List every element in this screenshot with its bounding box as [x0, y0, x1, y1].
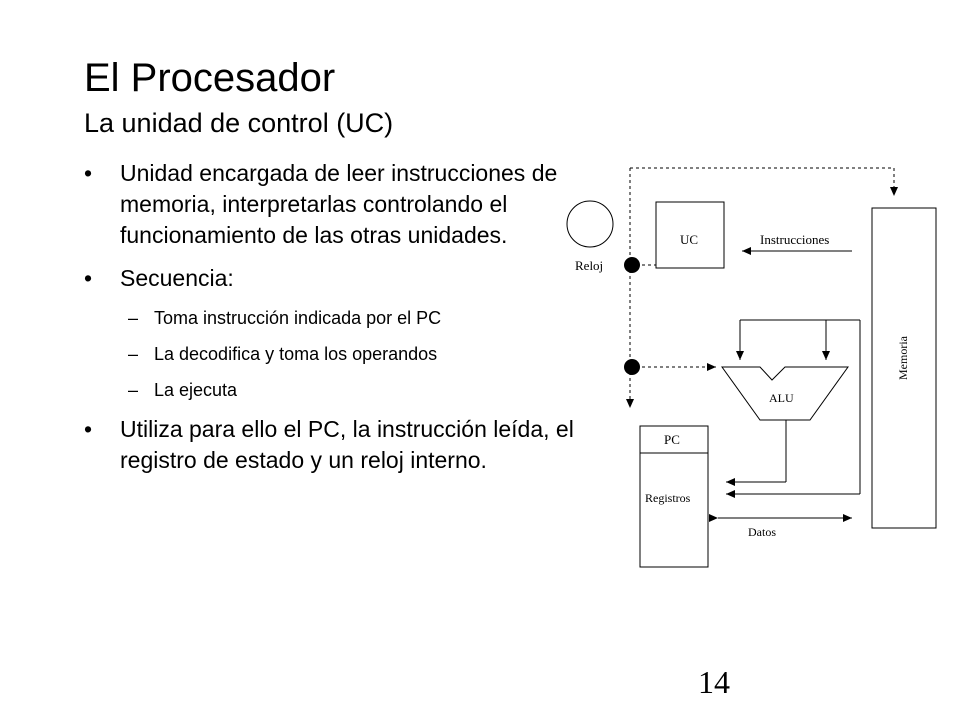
- sub-bullet-text: La decodifica y toma los operandos: [154, 344, 438, 364]
- alu-shape: [721, 366, 849, 421]
- bullet-item: Unidad encargada de leer instrucciones d…: [84, 158, 584, 251]
- memory-box: [871, 207, 937, 529]
- memory-label: Memoria: [896, 335, 910, 380]
- registers-box: [639, 452, 709, 568]
- registers-label: Registros: [645, 491, 691, 505]
- alu-input-lines: [726, 319, 861, 498]
- uc-label: UC: [680, 232, 698, 247]
- bullet-item: Secuencia:: [84, 263, 584, 294]
- sub-bullet-item: –Toma instrucción indicada por el PC: [84, 306, 584, 330]
- page-number: 14: [698, 664, 730, 700]
- clock-label: Reloj: [575, 258, 603, 273]
- junction-dot: [624, 359, 640, 375]
- control-lines: [626, 167, 898, 408]
- sub-bullet-text: La ejecuta: [154, 380, 238, 400]
- slide-title: El Procesador: [84, 56, 336, 100]
- instructions-label: Instrucciones: [760, 232, 829, 247]
- sub-bullet-item: –La decodifica y toma los operandos: [84, 342, 584, 366]
- bullet-list: Unidad encargada de leer instrucciones d…: [84, 158, 584, 488]
- junction-dot: [624, 257, 640, 273]
- sub-bullet-text: Toma instrucción indicada por el PC: [154, 308, 442, 328]
- dash-marker: –: [128, 344, 139, 364]
- alu-label: ALU: [769, 391, 794, 405]
- dash-marker: –: [128, 308, 139, 328]
- dash-marker: –: [128, 380, 139, 400]
- data-label: Datos: [748, 525, 776, 539]
- clock-circle: [566, 200, 614, 248]
- bullet-item: Utiliza para ello el PC, la instrucción …: [84, 414, 584, 476]
- sub-bullet-item: –La ejecuta: [84, 378, 584, 402]
- uc-box: [655, 201, 725, 269]
- pc-label: PC: [664, 432, 680, 447]
- slide-subtitle: La unidad de control (UC): [84, 108, 394, 138]
